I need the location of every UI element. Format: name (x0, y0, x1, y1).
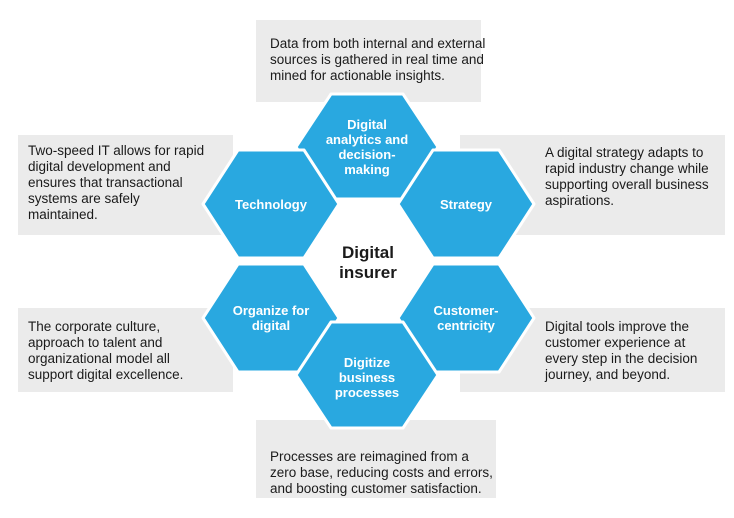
digitize-description: Processes are reimagined from a zero bas… (270, 449, 493, 497)
technology-hexagon-label: Technology (216, 197, 326, 212)
description-line: customer experience at (545, 335, 686, 350)
digitize-hexagon-line: business (338, 370, 396, 385)
digitize-description-box (256, 420, 496, 498)
strategy-hexagon-label: Strategy (411, 197, 521, 212)
description-line: rapid industry change while (545, 161, 709, 176)
digitize-hexagon-label: Digitize business processes (312, 355, 422, 400)
customer-hexagon-line: Customer- (433, 303, 499, 318)
description-line: aspirations. (545, 193, 615, 208)
analytics-hexagon-label: Digital analytics and decision- making (312, 117, 422, 177)
center-title: Digital insurer (308, 243, 428, 283)
description-line: Processes are reimagined from a (270, 449, 469, 464)
digitize-hexagon-line: Digitize (343, 355, 391, 370)
organize-hexagon-label: Organize for digital (216, 303, 326, 333)
organize-description: The corporate culture, approach to talen… (28, 319, 183, 383)
analytics-hexagon-line: making (344, 162, 390, 177)
organize-hexagon-line: Organize for (232, 303, 310, 318)
technology-description: Two-speed IT allows for rapid digital de… (28, 143, 204, 223)
description-line: every step in the decision (545, 351, 698, 366)
strategy-hexagon (396, 148, 536, 260)
description-line: mined for actionable insights. (270, 68, 445, 83)
technology-description-box (18, 135, 233, 235)
center-title-line: insurer (339, 263, 397, 282)
customer-description: Digital tools improve the customer exper… (545, 319, 697, 383)
customer-hexagon-line: centricity (437, 318, 495, 333)
center-title-line: Digital (342, 243, 394, 262)
analytics-hexagon-line: Digital (347, 117, 387, 132)
customer-hexagon-label: Customer- centricity (411, 303, 521, 333)
analytics-description: Data from both internal and external sou… (270, 36, 485, 84)
technology-hexagon (201, 148, 341, 260)
description-line: Two-speed IT allows for rapid (28, 143, 205, 158)
description-line: journey, and beyond. (545, 367, 671, 382)
description-line: systems are safely (28, 191, 140, 206)
organize-description-box (18, 308, 233, 392)
analytics-hexagon-line: analytics and (325, 132, 409, 147)
customer-hexagon (396, 262, 536, 374)
strategy-description: A digital strategy adapts to rapid indus… (545, 145, 709, 209)
digitize-hexagon (294, 320, 440, 430)
analytics-description-box (256, 20, 481, 102)
technology-hexagon-line: Technology (235, 197, 307, 212)
description-line: maintained. (28, 207, 98, 222)
description-line: and boosting customer satisfaction. (270, 481, 482, 496)
description-line: ensures that transactional (28, 175, 183, 190)
description-line: Data from both internal and external (270, 36, 486, 51)
description-line: support digital excellence. (28, 367, 184, 382)
description-line: The corporate culture, (28, 319, 161, 334)
description-line: organizational model all (28, 351, 170, 366)
digitize-hexagon-line: processes (334, 385, 400, 400)
strategy-hexagon-line: Strategy (439, 197, 493, 212)
description-line: zero base, reducing costs and errors, (270, 465, 493, 480)
description-line: approach to talent and (28, 335, 163, 350)
description-line: Digital tools improve the (545, 319, 690, 334)
description-line: A digital strategy adapts to (545, 145, 704, 160)
description-line: digital development and (28, 159, 171, 174)
description-line: sources is gathered in real time and (270, 52, 484, 67)
organize-hexagon-line: digital (251, 318, 291, 333)
description-line: supporting overall business (545, 177, 709, 192)
analytics-hexagon-line: decision- (338, 147, 396, 162)
